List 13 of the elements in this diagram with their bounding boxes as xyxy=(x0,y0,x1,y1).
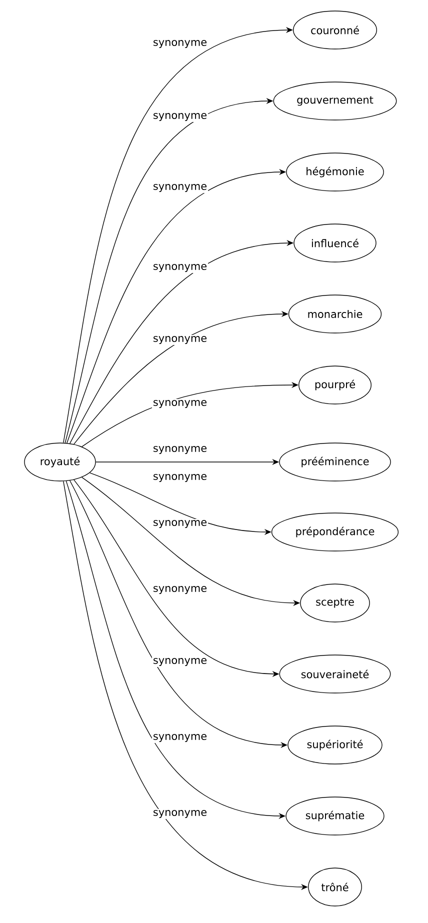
edge-label: synonyme xyxy=(152,809,208,820)
edge-label: synonyme xyxy=(152,657,208,668)
edge-label: synonyme xyxy=(152,445,208,456)
edge-label: synonyme xyxy=(152,585,208,596)
edge-label: synonyme xyxy=(152,519,208,530)
edge-label: synonyme xyxy=(152,399,208,410)
edge-label: synonyme xyxy=(152,39,208,50)
edge-label: synonyme xyxy=(152,112,208,122)
edge-label: synonyme xyxy=(152,183,208,194)
edge-label: synonyme xyxy=(152,733,208,744)
edge-label: synonyme xyxy=(152,263,208,274)
edge-label: synonyme xyxy=(152,473,208,484)
edge-label: synonyme xyxy=(152,335,208,346)
